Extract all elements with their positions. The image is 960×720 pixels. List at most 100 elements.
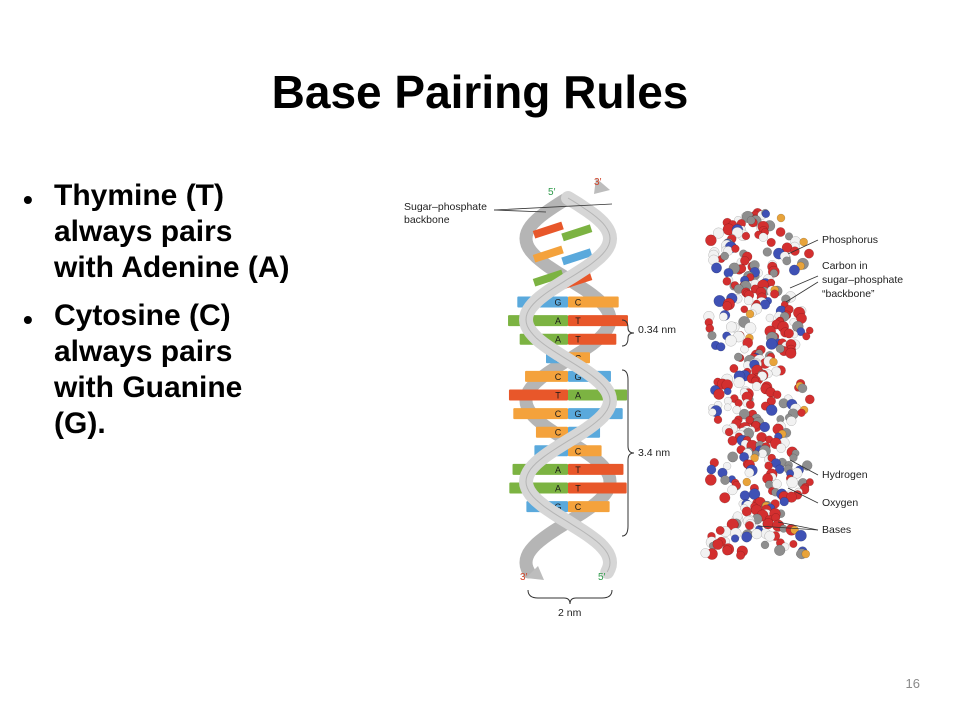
base-letter: G <box>554 298 561 308</box>
atom-sphere <box>707 331 717 341</box>
atom-sphere <box>741 231 751 241</box>
atom-sphere <box>758 232 768 242</box>
atom-sphere <box>769 269 779 278</box>
atom-sphere <box>736 550 746 560</box>
loose-base <box>532 221 564 239</box>
base-letter: A <box>555 335 561 345</box>
atom-sphere <box>730 534 740 543</box>
atom-sphere <box>744 520 755 531</box>
atom-sphere <box>770 289 780 299</box>
loose-base <box>561 224 593 242</box>
atom-sphere <box>722 276 732 286</box>
label-hydrogen: Hydrogen <box>822 469 868 481</box>
atom-sphere <box>732 405 742 415</box>
base-letter: G <box>574 409 581 419</box>
base-letter: A <box>555 484 561 494</box>
leader-line <box>493 203 613 211</box>
atom-sphere <box>708 408 717 417</box>
backbone-strand-edge <box>525 197 611 573</box>
atom-sphere <box>731 244 740 253</box>
leader-line <box>789 275 819 289</box>
bullet-line: always pairs <box>54 215 233 248</box>
atom-sphere <box>762 247 772 257</box>
atom-sphere <box>775 227 786 237</box>
bullet-dot-icon: • <box>23 304 33 335</box>
atom-sphere <box>725 321 738 333</box>
bullet-thymine-adenine: • Thymine (T) always pairs with Adenine … <box>20 178 380 286</box>
phosphorus-atom <box>801 549 811 559</box>
label-five-prime-top: 5′ <box>548 187 556 198</box>
atom-sphere <box>712 227 725 239</box>
label-backbone-line2: backbone <box>404 214 450 226</box>
base-c <box>568 445 602 457</box>
slide-number: 16 <box>905 676 920 691</box>
base-letter: C <box>555 428 562 438</box>
bullet-line: with Adenine (A) <box>54 251 290 284</box>
atom-sphere <box>751 381 762 392</box>
loose-base <box>532 245 564 263</box>
atom-sphere <box>772 479 782 489</box>
base-c <box>568 501 610 513</box>
leader-line <box>777 521 819 531</box>
atom-sphere <box>774 544 786 556</box>
bracket-width <box>527 589 613 605</box>
label-three-prime-top: 3′ <box>594 177 602 188</box>
atom-sphere <box>706 464 717 475</box>
atom-sphere <box>746 216 756 225</box>
atom-sphere <box>771 366 782 377</box>
atom-sphere <box>722 545 733 556</box>
atom-sphere <box>805 478 814 487</box>
atom-sphere <box>741 506 752 517</box>
base-letter: A <box>575 391 581 401</box>
atom-sphere <box>719 492 731 504</box>
base-letter: T <box>575 465 581 475</box>
base-c <box>525 370 568 382</box>
label-carbon-line3: “backbone” <box>822 288 875 300</box>
bullet-line: with Guanine <box>54 371 243 404</box>
phosphorus-atom <box>745 309 755 319</box>
atom-sphere <box>745 415 754 425</box>
leader-line <box>757 525 819 531</box>
atom-sphere <box>761 209 771 219</box>
atom-sphere <box>786 476 799 489</box>
base-letter: A <box>555 465 561 475</box>
base-c <box>535 426 568 438</box>
label-backbone-line1: Sugar–phosphate <box>404 201 487 213</box>
bullet-line: Thymine (T) <box>54 179 224 212</box>
base-letter: T <box>575 484 581 494</box>
base-letter: C <box>575 298 582 308</box>
atom-sphere <box>722 461 732 471</box>
base-t <box>508 389 568 401</box>
bracket-pitch <box>621 369 635 537</box>
atom-sphere <box>772 390 782 400</box>
label-width: 2 nm <box>558 607 582 619</box>
atom-sphere <box>727 435 738 446</box>
atom-sphere <box>776 443 786 453</box>
bullet-cytosine-guanine: • Cytosine (C) always pairs with Guanine… <box>20 298 380 442</box>
atom-sphere <box>756 432 767 443</box>
base-letter: A <box>555 316 561 326</box>
atom-sphere <box>722 301 732 311</box>
atom-sphere <box>727 484 738 496</box>
leader-line <box>789 459 819 476</box>
atom-sphere <box>715 526 725 535</box>
atom-sphere <box>723 267 734 278</box>
atom-sphere <box>720 251 730 261</box>
atom-sphere <box>797 408 806 417</box>
atom-sphere <box>713 388 725 400</box>
base-letter: C <box>575 446 582 456</box>
bullet-line: always pairs <box>54 335 233 368</box>
label-oxygen: Oxygen <box>822 497 858 509</box>
leader-line <box>787 487 819 504</box>
bullet-line: (G). <box>54 407 106 440</box>
base-t <box>568 315 628 327</box>
label-carbon-line1: Carbon in <box>822 260 868 272</box>
atom-sphere <box>759 421 771 433</box>
loose-base <box>561 248 593 266</box>
atom-sphere <box>704 474 717 486</box>
label-rise: 0.34 nm <box>638 324 676 336</box>
atom-sphere <box>764 530 776 542</box>
atom-sphere <box>739 490 751 501</box>
atom-sphere <box>716 342 726 352</box>
